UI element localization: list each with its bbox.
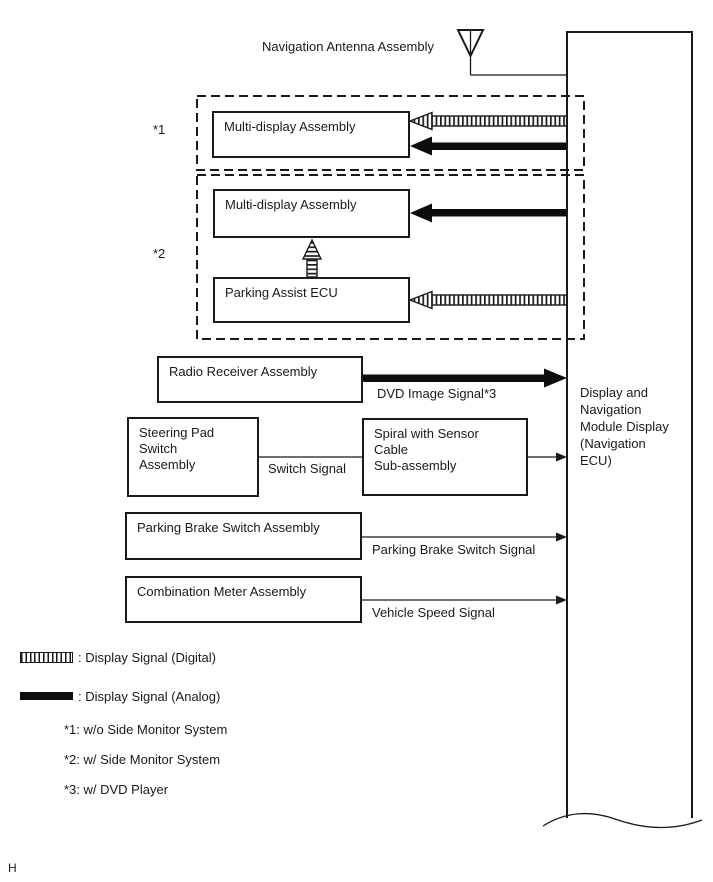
node-label-line: Assembly: [139, 457, 196, 472]
footnote-3: *3: w/ DVD Player: [64, 782, 169, 797]
analog-signal-swatch: [20, 692, 73, 700]
node-label: Multi-display Assembly: [225, 197, 357, 212]
node-label: Combination Meter Assembly: [137, 584, 307, 599]
digital-signal-arrow-multi-display-1: [408, 111, 568, 131]
analog-signal-arrow-dvd: [363, 368, 567, 388]
page-marker: H: [8, 861, 17, 875]
antenna-label: Navigation Antenna Assembly: [262, 39, 434, 54]
digital-signal-legend-label: : Display Signal (Digital): [78, 650, 216, 665]
footnote-2: *2: w/ Side Monitor System: [64, 752, 221, 767]
group-2-marker: *2: [153, 246, 166, 261]
node-spiral-cable: Spiral with Sensor Cable Sub-assembly: [362, 418, 528, 496]
node-label-line: Display and: [580, 385, 648, 400]
node-parking-brake-switch: Parking Brake Switch Assembly: [125, 512, 362, 560]
node-label-line: Spiral with Sensor Cable: [374, 426, 479, 457]
node-navigation-ecu: [566, 31, 693, 818]
node-radio-receiver: Radio Receiver Assembly: [157, 356, 363, 403]
ecu-torn-edge: [542, 812, 703, 829]
node-label-line: Navigation: [580, 402, 642, 417]
digital-signal-swatch: [20, 652, 73, 663]
analog-signal-arrow-multi-display-1: [410, 136, 567, 156]
node-label-line: (Navigation: [580, 436, 646, 451]
node-label-line: ECU): [580, 453, 612, 468]
node-label: Parking Brake Switch Assembly: [137, 520, 320, 535]
parking-brake-signal-label: Parking Brake Switch Signal: [372, 542, 536, 557]
switch-signal-label: Switch Signal: [268, 461, 347, 476]
node-label-line: Steering Pad Switch: [139, 425, 215, 456]
node-parking-assist-ecu: Parking Assist ECU: [213, 277, 410, 323]
node-multi-display-1: Multi-display Assembly: [212, 111, 410, 158]
node-multi-display-2: Multi-display Assembly: [213, 189, 410, 238]
node-label-line: Module Display: [580, 419, 669, 434]
node-label: Multi-display Assembly: [224, 119, 356, 134]
dvd-image-signal-label: DVD Image Signal*3: [377, 386, 497, 401]
option-group-1-outline: [196, 95, 585, 171]
node-label: Radio Receiver Assembly: [169, 364, 318, 379]
spiral-to-ecu-arrow: [528, 452, 567, 462]
footnote-1: *1: w/o Side Monitor System: [64, 722, 228, 737]
analog-signal-legend-label: : Display Signal (Analog): [78, 689, 221, 704]
parking-brake-signal-arrow: [362, 532, 567, 542]
group-1-marker: *1: [153, 122, 166, 137]
vehicle-speed-signal-arrow: [362, 595, 567, 605]
node-combination-meter: Combination Meter Assembly: [125, 576, 362, 623]
vehicle-speed-signal-label: Vehicle Speed Signal: [372, 605, 495, 620]
node-label-line: Sub-assembly: [374, 458, 457, 473]
digital-signal-arrow-parking-to-display: [301, 238, 323, 278]
digital-signal-arrow-parking-assist: [408, 290, 568, 310]
analog-signal-arrow-multi-display-2: [410, 203, 567, 223]
option-group-2-outline: [196, 174, 585, 340]
node-label: Parking Assist ECU: [225, 285, 338, 300]
node-navigation-ecu-label: Display and Navigation Module Display (N…: [580, 384, 692, 469]
node-steering-pad-switch: Steering Pad Switch Assembly: [127, 417, 259, 497]
